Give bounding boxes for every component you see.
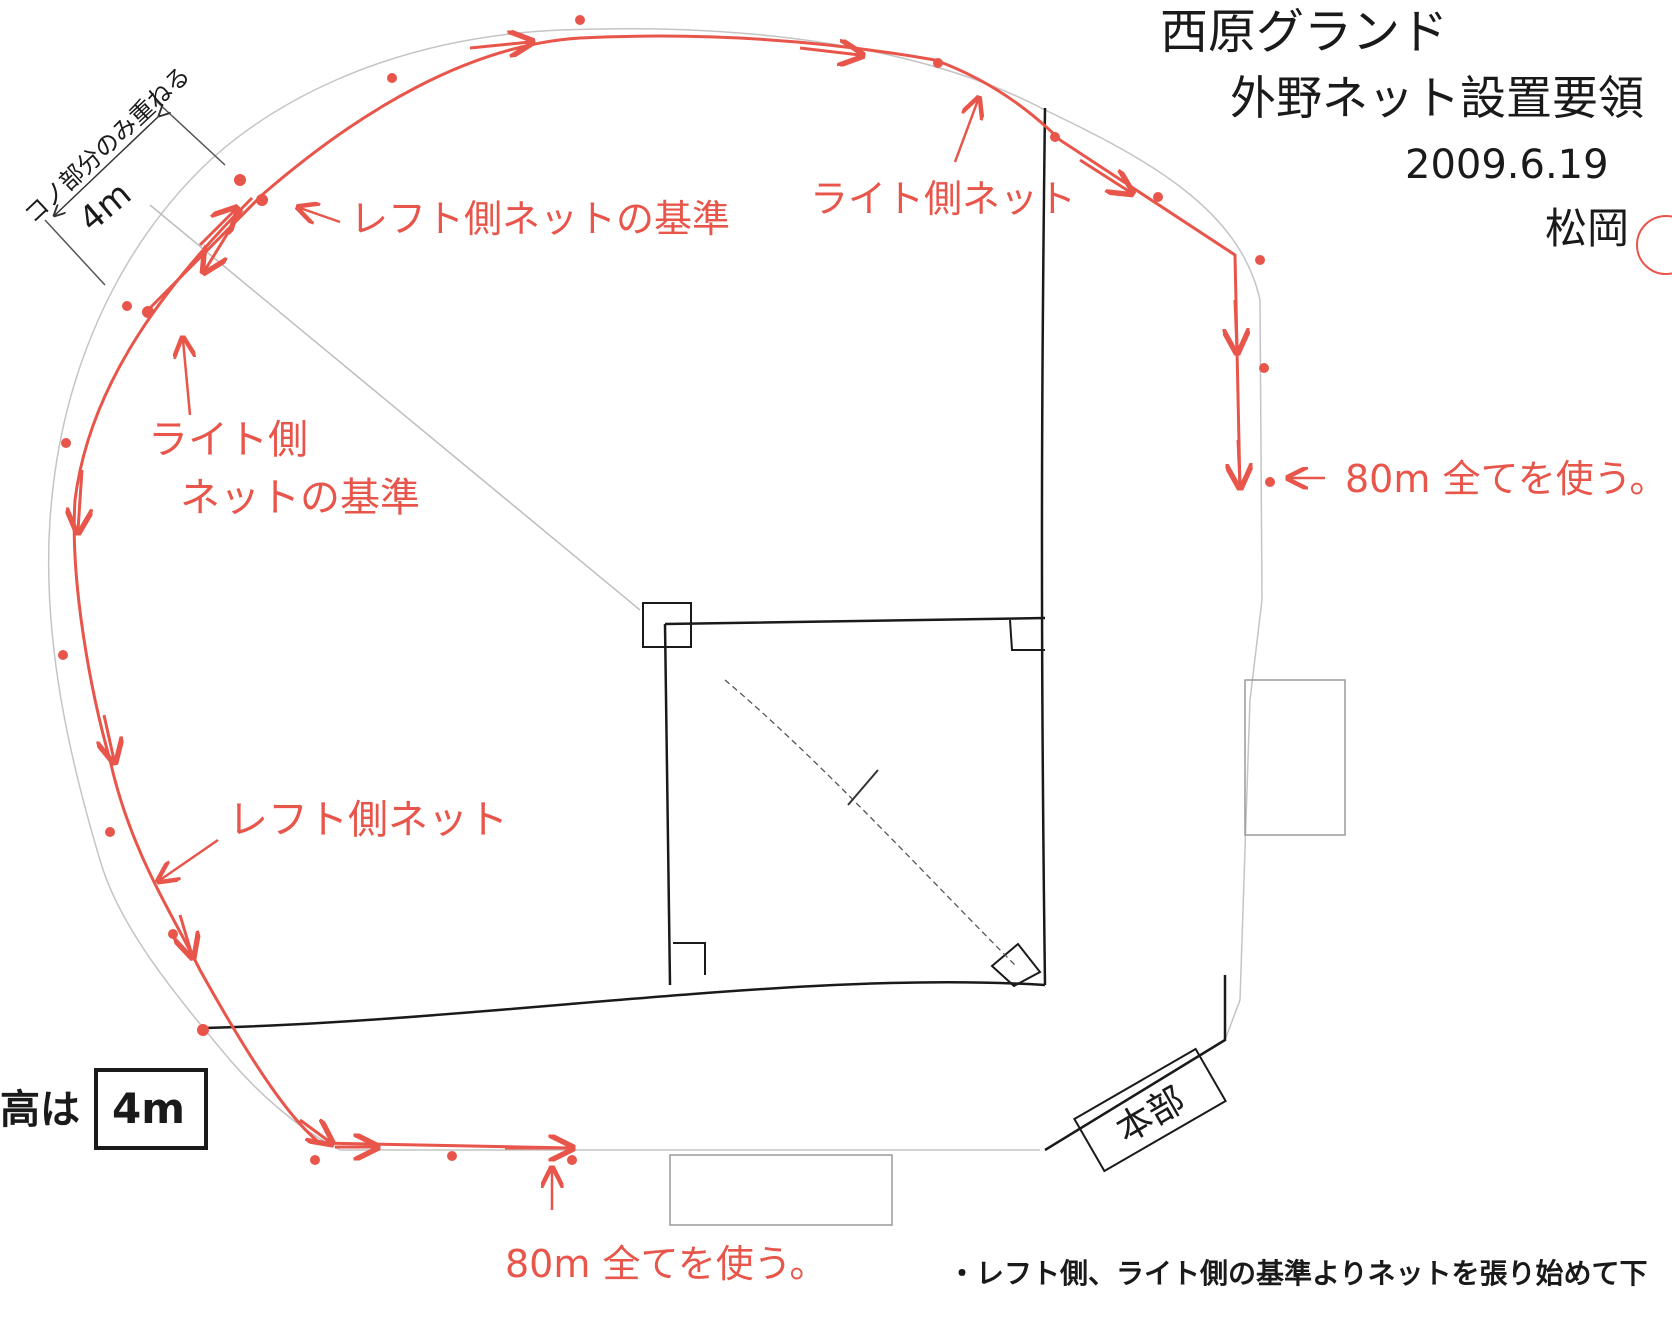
right-net-reference-label-2: ネットの基準 [180, 475, 420, 521]
use-all-bottom-label: 80m 全てを使う。 [505, 1242, 828, 1286]
left-net-label: レフト側ネット [228, 797, 508, 843]
left-net-arrow-2 [78, 469, 82, 530]
left-net-arrow-1 [205, 209, 244, 270]
base-1st [1009, 619, 1045, 651]
right-net-top-label: ライト側ネット [810, 177, 1077, 221]
right-net-arrow-3 [1079, 158, 1130, 192]
right-net-arrow-1 [469, 42, 530, 48]
headquarters-box [1073, 1047, 1227, 1173]
mound-mark [847, 769, 879, 806]
left-net-arrow-5 [299, 1120, 330, 1142]
right-net-arrow-2 [799, 48, 860, 55]
net-post [1259, 363, 1269, 373]
net-post [567, 1155, 577, 1165]
net-post [197, 1024, 209, 1036]
net-post [142, 306, 154, 318]
left-net-arrow-4 [180, 914, 192, 955]
right-ref-callout [183, 340, 190, 416]
left-net-reference-label: レフト側ネットの基準 [350, 197, 731, 241]
net-post [1050, 132, 1060, 142]
instruction-text: ・レフト側、ライト側の基準よりネットを張り始めて下 [948, 1257, 1648, 1290]
net-posts [58, 15, 1275, 1165]
right-net-arrow-6 [198, 210, 235, 247]
net-post [122, 301, 132, 311]
pitch-diagonal [724, 679, 1016, 966]
height-label: 高は [0, 1087, 80, 1133]
net-post [310, 1155, 320, 1165]
overlap-extent-bottom [44, 219, 106, 286]
base-2nd [642, 602, 692, 648]
use-all-right-label: 80m 全てを使う。 [1345, 457, 1668, 501]
diagonal-guide [149, 204, 641, 611]
net-post [1265, 477, 1275, 487]
left-net-callout [160, 838, 219, 880]
net-post [256, 194, 268, 206]
field-outline [47, 27, 1046, 1151]
net-post [1153, 192, 1163, 202]
net-post [168, 929, 178, 939]
net-post [61, 438, 71, 448]
net-post [387, 73, 397, 83]
net-post [575, 15, 585, 25]
base-3rd [673, 942, 706, 975]
left-ref-callout [300, 208, 341, 222]
foul-line-left [204, 980, 1046, 1030]
net-post [234, 174, 246, 186]
height-value: 4m [112, 1084, 185, 1133]
home-plate [990, 942, 1042, 988]
title-line2: 外野ネット設置要領 [1230, 71, 1644, 125]
field-outline-right [1044, 109, 1263, 1041]
dugout-bottom [669, 1154, 893, 1226]
overlap-dimension [55, 115, 160, 215]
right-net-arrow-4 [1235, 299, 1237, 350]
dugout-right [1244, 679, 1346, 836]
title-date: 2009.6.19 [1405, 142, 1609, 188]
right-net-arrow-5 [1238, 439, 1240, 485]
left-net-arrow-3 [104, 714, 114, 760]
foul-line-right [1040, 107, 1047, 986]
height-value-box [94, 1068, 208, 1150]
net-post [933, 58, 943, 68]
infield-square [663, 616, 1046, 986]
left-net-path [72, 196, 573, 1150]
backstop-line [1044, 975, 1227, 1152]
right-net-path [146, 34, 1242, 491]
net-post [58, 650, 68, 660]
right-net-callout [953, 100, 978, 163]
net-post [105, 827, 115, 837]
title-author: 松岡 [1545, 204, 1630, 253]
net-post [447, 1151, 457, 1161]
title-line1: 西原グランド [1160, 4, 1449, 60]
net-post [1255, 255, 1265, 265]
right-net-reference-label-1: ライト側 [148, 417, 308, 463]
